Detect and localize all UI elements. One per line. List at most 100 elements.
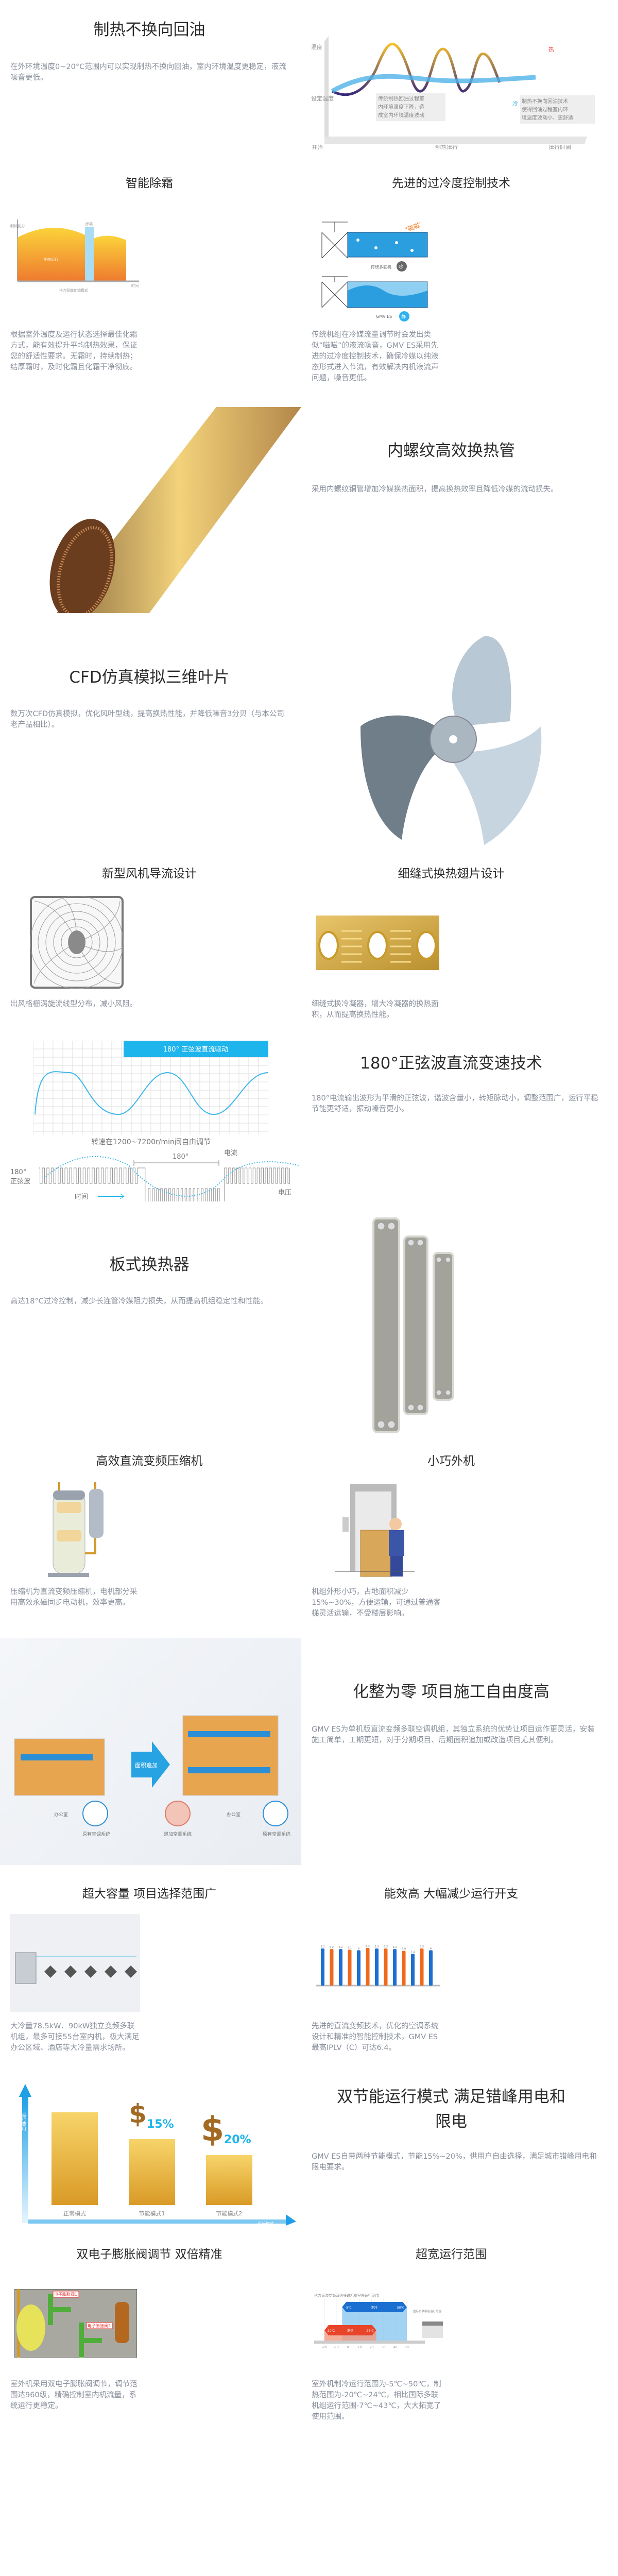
- section-text: 机组外形小巧，占地面积减少15%~30%，方便运输，可通过普通客梯灵活运输，不受…: [312, 1588, 441, 1618]
- bar: [384, 1948, 388, 1986]
- section-text: 先进的直流变频技术，优化的空调系统设计和精准的智能控制技术，GMV ES最高IP…: [312, 2022, 439, 2052]
- section-text: 180°电流输出波形为平滑的正弦波，谐波含量小，转矩脉动小，调整范围广，运行平稳…: [312, 1094, 598, 1113]
- heating-oil-return-chart: 温度 设定温度 开始 制热运行 运行时间 热 冷 传统制热回油过程室 内环境温度…: [311, 36, 595, 149]
- bar-value-label: 6: [358, 1947, 359, 1950]
- bar: [393, 1949, 397, 1986]
- dual-valve-image: 电子膨胀阀1 电子膨胀阀2: [14, 2289, 137, 2358]
- fan-grille-image: [30, 896, 124, 989]
- range-label: 24℃: [366, 2329, 374, 2333]
- bar-value-label: 6: [430, 1947, 432, 1950]
- section-text: 大冷量78.5kW、90kW独立变频多联机组，最多可接55台室内机，极大满足办公…: [10, 2022, 140, 2052]
- bar: [402, 1951, 406, 1986]
- tick-label: 30: [381, 2346, 385, 2349]
- bar: [330, 1949, 334, 1986]
- bar: [411, 1954, 415, 1986]
- slit-fin-image: [316, 916, 439, 970]
- saving-label: 15%: [147, 2118, 174, 2131]
- note-line: 使得回油过程室内环: [522, 106, 568, 113]
- note-line: 境温度波动小，更舒适: [522, 114, 573, 121]
- time-label: 时间: [75, 1193, 88, 1201]
- defrost-label: 除霜: [85, 222, 93, 226]
- bar-value-label: 6.4: [366, 1945, 370, 1948]
- section-title: 双电子膨胀阀调节 双倍精准: [76, 2248, 222, 2261]
- note-line: 制热不换向回油技术: [522, 98, 568, 105]
- range-arrow: [342, 2302, 407, 2312]
- note-line: 内环境温度下降，造: [378, 104, 424, 110]
- section-text: 室外机采用双电子膨胀阀调节，调节范围达960级，精确控制室内机流量，系统运行更稳…: [10, 2380, 138, 2410]
- svg-text:$: $: [129, 2099, 147, 2129]
- axis-label: 时间: [131, 283, 139, 288]
- section-title: 能效高 大幅减少运行开支: [384, 1887, 519, 1901]
- tick-label: 0: [347, 2346, 349, 2349]
- section-title: 板式换热器: [109, 1256, 190, 1274]
- chart-title: 格力直流变频系列多联机组室外运行范围: [314, 2293, 379, 2298]
- bar: [357, 1950, 360, 1986]
- voltage-label: 电压: [278, 1189, 291, 1197]
- defrost-chart: 制热能力 除霜 制热运行 时间 格力智能化霜模式: [10, 219, 139, 293]
- current-label: 电流: [224, 1149, 237, 1157]
- axis-label: 运行时间: [548, 144, 571, 149]
- copper-tube-image: [49, 407, 301, 613]
- chart-banner: 180° 正弦波直流驱动: [163, 1045, 228, 1054]
- bar-value-label: 6.1: [348, 1946, 352, 1950]
- section-text: 室外机制冷运行范围为-5℃~50℃，制热范围为-20℃~24℃，相比国际多联机组…: [312, 2380, 441, 2421]
- elevator-worker-image: [335, 1484, 415, 1577]
- area-label: 办公室: [227, 1811, 241, 1818]
- bar: [321, 1948, 324, 1986]
- cold-label: 冷: [512, 100, 518, 107]
- tick-label: -10: [334, 2346, 339, 2349]
- category-label: 正常模式: [63, 2210, 86, 2217]
- bar-value-label: 5.9: [402, 1948, 406, 1951]
- area-label: 办公室: [54, 1811, 68, 1818]
- badge: 吵: [399, 264, 403, 270]
- section-title: 新型风机导流设计: [102, 867, 197, 880]
- bar: [420, 1948, 424, 1986]
- axis-label: 开始: [312, 144, 323, 149]
- note-line: 成室内环境温度波动: [378, 112, 424, 118]
- section-text: 数万次CFD仿真模拟，优化风叶型线，提高换热性能，并降低噪音3分贝（与本公司老产…: [10, 710, 284, 729]
- bar: [348, 1950, 352, 1986]
- angle-label: 180°: [173, 1153, 188, 1161]
- energy-saving-chart: 运行费用 $15% $20% 正常模式 节能模式1 节能模式2 运行模式: [19, 2084, 296, 2226]
- bar-value-label: 6.3: [384, 1945, 388, 1948]
- range-label: -20℃: [327, 2329, 335, 2333]
- bar-value-label: 6.2: [330, 1946, 334, 1949]
- category-label: 节能模式2: [216, 2210, 243, 2217]
- section-text: 压缩机为直流变频压缩机，电机部分采用高效永磁同步电动机，效率更高。: [10, 1588, 138, 1607]
- section-title: 小巧外机: [427, 1454, 475, 1468]
- valve-label: 电子膨胀阀1: [54, 2292, 77, 2297]
- section-title: 先进的过冷度控制技术: [392, 177, 510, 190]
- bar-value-label: 6.2: [393, 1946, 397, 1949]
- tick-label: 10: [358, 2346, 362, 2349]
- saving-label: 20%: [224, 2133, 251, 2146]
- axis-label: 设定温度: [311, 95, 334, 102]
- tick-label: 50: [405, 2346, 409, 2349]
- section-title: 细缝式换热翅片设计: [398, 867, 505, 880]
- section-text: GMV ES自带两种节能模式，节能15%~20%，供用户自由选择，满足城市错峰用…: [312, 2153, 597, 2172]
- section-title: 内螺纹高效换热管: [387, 442, 515, 460]
- plate-heat-exchanger-image: [372, 1217, 454, 1433]
- compare-arrow: [422, 2321, 443, 2326]
- axis-label: 运行模式: [258, 2221, 274, 2226]
- gmv-es-valve: GMV ES 静: [321, 276, 428, 321]
- bar: [375, 1948, 379, 1986]
- bar-value-label: 6.3: [321, 1945, 325, 1948]
- badge: 静: [401, 314, 406, 320]
- section-title: 180°正弦波直流变速技术: [360, 1054, 542, 1073]
- range-label: 制热: [347, 2329, 353, 2333]
- section-title: 高效直流变频压缩机: [96, 1454, 203, 1468]
- section-title: CFD仿真模拟三维叶片: [69, 668, 230, 687]
- sine-label: 180°: [10, 1168, 26, 1176]
- section-title: 双节能运行模式 满足错峰用电和限电: [337, 2088, 565, 2131]
- system-label: 追加空调系统: [164, 1831, 192, 1837]
- category-label: 节能模式1: [139, 2210, 165, 2217]
- tick-label: -20: [322, 2346, 327, 2349]
- base: [314, 2341, 425, 2344]
- section-text: 根据室外温度及运行状态选择最佳化霜方式，能有效提升平均制热效果，保证您的舒适性要…: [10, 331, 138, 371]
- axis-label: 运行费用: [21, 2112, 26, 2131]
- range-arrow: [324, 2325, 376, 2335]
- arrow-label: 面积追加: [135, 1761, 158, 1769]
- label: GMV ES: [376, 314, 392, 319]
- section-title: 超宽运行范围: [416, 2248, 487, 2261]
